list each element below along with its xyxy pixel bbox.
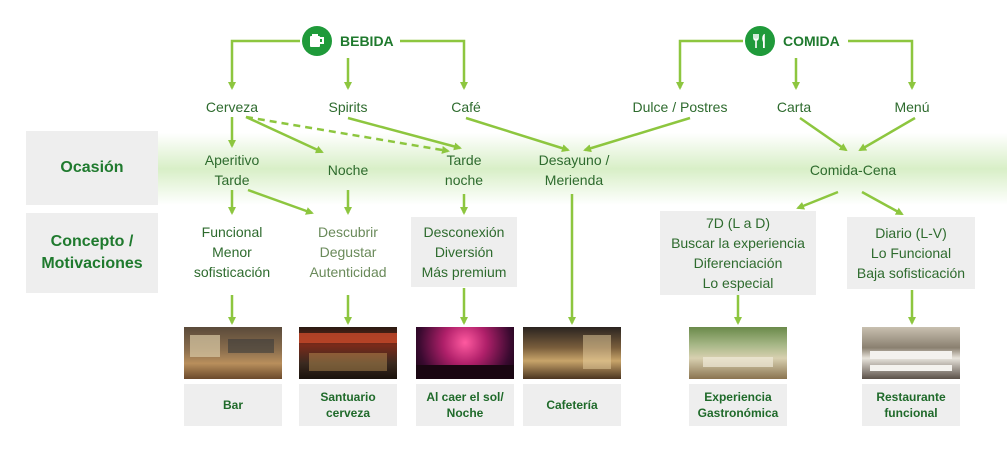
header-comida: COMIDA xyxy=(745,26,840,56)
row-label-concepto: Concepto / Motivaciones xyxy=(26,213,158,293)
concept-funcional: Funcional Menor sofisticación xyxy=(193,224,271,280)
node-carta: Carta xyxy=(776,99,812,115)
node-comida-cena: Comida-Cena xyxy=(809,162,897,178)
cup-icon xyxy=(302,26,332,56)
node-menu: Menú xyxy=(894,99,930,115)
beer-sanctuary-photo xyxy=(299,327,397,379)
node-cafe: Café xyxy=(451,99,481,115)
concept-descubrir: Descubrir Degustar Autenticidad xyxy=(309,224,387,280)
header-bebida: BEBIDA xyxy=(302,26,394,56)
functional-restaurant-photo xyxy=(862,327,960,379)
venue-santuario-cerveza: Santuario cerveza xyxy=(299,384,397,426)
node-desayuno-merienda: Desayuno / Merienda xyxy=(538,152,610,188)
node-cerveza: Cerveza xyxy=(205,99,259,115)
venue-bar: Bar xyxy=(184,384,282,426)
concept-experiencia: 7D (L a D) Buscar la experiencia Diferen… xyxy=(660,211,816,295)
bar-photo xyxy=(184,327,282,379)
venue-restaurante-funcional: Restaurante funcional xyxy=(862,384,960,426)
cafe-photo xyxy=(523,327,621,379)
fork-knife-icon xyxy=(745,26,775,56)
node-tarde-noche: Tarde noche xyxy=(444,152,484,188)
node-dulce-postres: Dulce / Postres xyxy=(632,99,728,115)
venue-experiencia-gastronomica: Experiencia Gastronómica xyxy=(689,384,787,426)
node-noche: Noche xyxy=(327,162,369,178)
row-label-ocasion: Ocasión xyxy=(26,131,158,205)
node-aperitivo-tarde: Aperitivo Tarde xyxy=(204,152,260,188)
header-comida-label: COMIDA xyxy=(783,33,840,49)
gastronomic-restaurant-photo xyxy=(689,327,787,379)
night-concert-photo xyxy=(416,327,514,379)
header-bebida-label: BEBIDA xyxy=(340,33,394,49)
concept-desconexion: Desconexión Diversión Más premium xyxy=(411,217,517,287)
concept-diario: Diario (L-V) Lo Funcional Baja sofistica… xyxy=(847,217,975,289)
venue-cafeteria: Cafetería xyxy=(523,384,621,426)
node-spirits: Spirits xyxy=(328,99,368,115)
venue-al-caer-el-sol: Al caer el sol/ Noche xyxy=(416,384,514,426)
